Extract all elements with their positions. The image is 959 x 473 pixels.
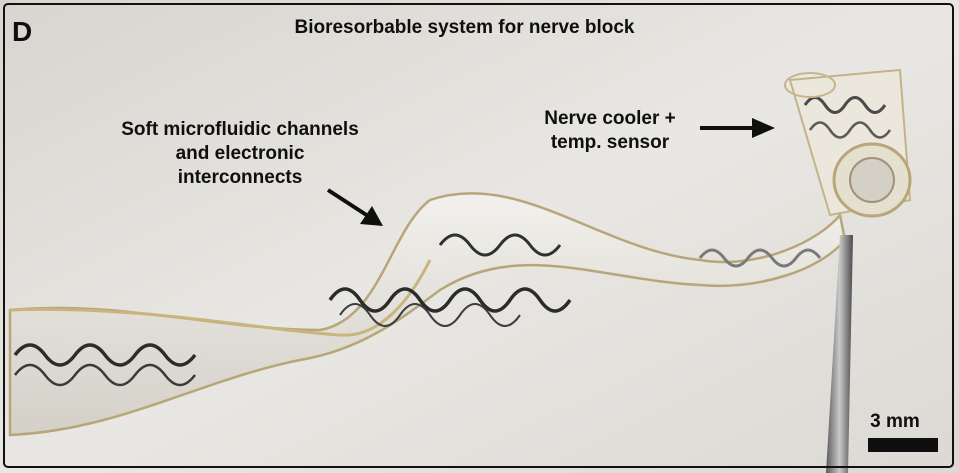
- annotation-channels-line-3: interconnects: [177, 167, 303, 188]
- ribbon-device: [8, 192, 847, 437]
- annotation-channels: Soft microfluidic channels and electroni…: [80, 118, 400, 190]
- tweezers: [826, 235, 853, 473]
- arrow-to-channels: [326, 188, 383, 226]
- scale-bar-label: 3 mm: [870, 411, 920, 432]
- nerve-cooler-cuff: [784, 68, 912, 218]
- annotation-channels-line-2: and electronic: [175, 143, 305, 164]
- annotation-cooler: Nerve cooler + temp. sensor: [505, 107, 715, 155]
- scale-bar: [868, 438, 938, 452]
- arrow-to-cooler: [700, 118, 775, 138]
- annotation-cooler-line-1: Nerve cooler +: [544, 108, 676, 129]
- panel-letter: D: [12, 16, 33, 47]
- annotation-cooler-line-2: temp. sensor: [550, 132, 670, 153]
- annotation-channels-line-1: Soft microfluidic channels: [121, 119, 359, 140]
- figure-title: Bioresorbable system for nerve block: [294, 17, 635, 38]
